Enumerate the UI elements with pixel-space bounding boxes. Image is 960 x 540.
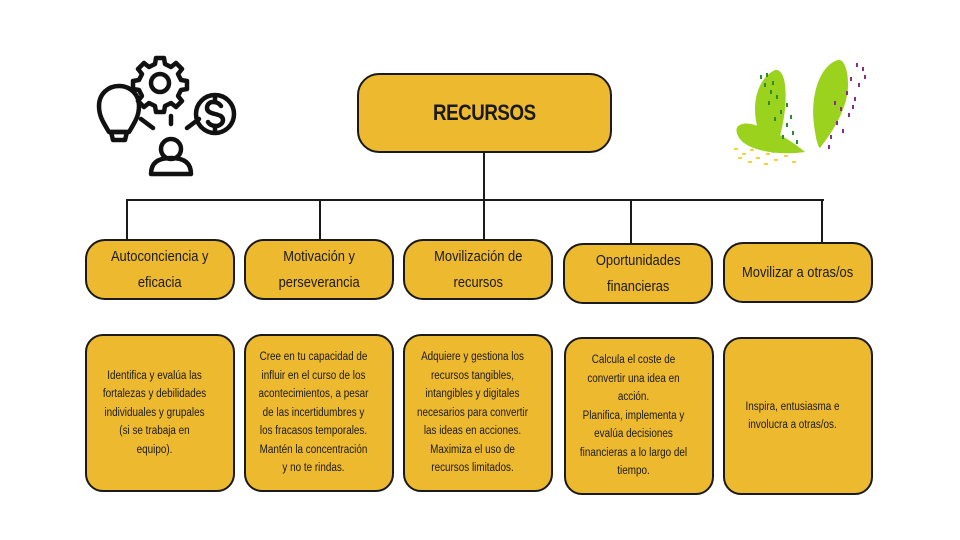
person-ideas-icon xyxy=(95,52,245,178)
detail-box-autoconciencia: Identifica y evalúa las fortalezas y deb… xyxy=(85,334,235,492)
category-label: Autoconciencia y eficacia xyxy=(111,247,209,291)
detail-text: Adquiere y gestiona los recursos tangibl… xyxy=(416,351,529,475)
connector-branch-5 xyxy=(821,199,823,243)
connector-branch-2 xyxy=(319,199,321,240)
detail-text: Cree en tu capacidad de influir en el cu… xyxy=(258,351,369,475)
person-icon xyxy=(148,136,194,177)
category-label: Movilizar a otras/os xyxy=(742,263,854,281)
category-box-oportunidades: Oportunidades financieras xyxy=(563,243,713,304)
detail-box-movilizar-otros: Inspira, entusiasma e involucra a otras/… xyxy=(723,337,873,495)
leaves-decoration-icon xyxy=(730,55,875,170)
detail-box-oportunidades: Calcula el coste de convertir una idea e… xyxy=(564,337,714,495)
connector-stem xyxy=(483,152,485,201)
category-label: Motivación y perseverancia xyxy=(278,247,360,291)
connector-branch-3 xyxy=(483,199,485,240)
category-box-motivacion: Motivación y perseverancia xyxy=(244,239,394,300)
detail-text: Calcula el coste de convertir una idea e… xyxy=(579,354,688,478)
category-box-movilizacion: Movilización de recursos xyxy=(403,239,553,300)
gear-icon xyxy=(130,55,190,115)
connector-horizontal xyxy=(126,199,824,201)
main-title: RECURSOS xyxy=(433,100,536,125)
lightbulb-icon xyxy=(96,83,142,143)
detail-box-motivacion: Cree en tu capacidad de influir en el cu… xyxy=(244,334,394,492)
category-label: Oportunidades financieras xyxy=(595,251,681,295)
category-box-autoconciencia: Autoconciencia y eficacia xyxy=(85,239,235,300)
connector-branch-1 xyxy=(126,199,128,240)
detail-text: Inspira, entusiasma e involucra a otras/… xyxy=(745,400,840,432)
detail-box-movilizacion: Adquiere y gestiona los recursos tangibl… xyxy=(403,334,553,492)
connector-branch-4 xyxy=(630,199,632,244)
category-box-movilizar-otros: Movilizar a otras/os xyxy=(723,242,873,303)
category-label: Movilización de recursos xyxy=(433,247,523,291)
dollar-icon xyxy=(193,92,237,136)
detail-text: Identifica y evalúa las fortalezas y deb… xyxy=(102,369,207,456)
main-title-box: RECURSOS xyxy=(357,73,612,153)
